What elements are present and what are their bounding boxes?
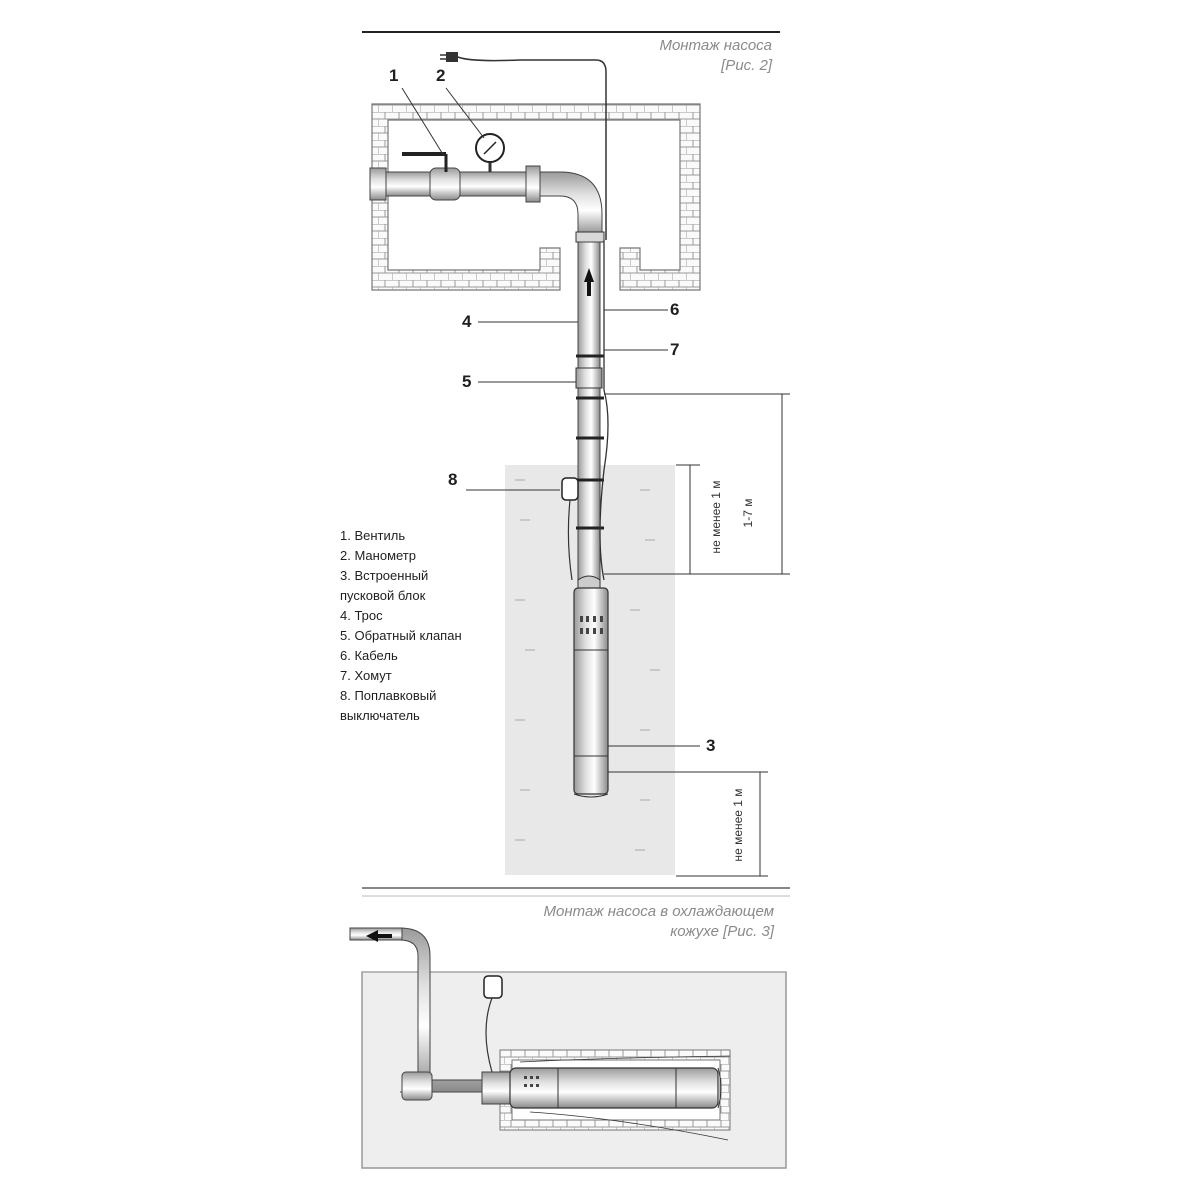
legend-item: 8. Поплавковый выключатель [340, 688, 437, 723]
legend-item: 2. Манометр [340, 548, 416, 563]
legend-item: 4. Трос [340, 608, 383, 623]
submersible-pump [573, 575, 609, 798]
dimension-min-bottom [608, 771, 768, 877]
fig3-caption: кожухе [Рис. 3] [670, 923, 774, 940]
well-head-flange [575, 231, 605, 243]
callout-5: 5 [462, 372, 472, 391]
dimension-range [604, 393, 790, 575]
pressure-gauge-icon [475, 133, 505, 172]
fig3-float-switch-icon [483, 975, 503, 1073]
fig3-pump [509, 1055, 731, 1141]
fig3-title-block: Монтаж насоса в охлаждающем кожухе [Рис.… [440, 902, 774, 942]
fig2-title: Монтаж насоса [659, 37, 772, 54]
brick-pit [371, 103, 701, 291]
float-switch-icon [561, 477, 579, 581]
dimension-label-min-top: не менее 1 м [709, 480, 723, 554]
callout-6: 6 [670, 300, 680, 319]
leader-lines [401, 87, 700, 747]
callout-2: 2 [436, 66, 446, 85]
dimension-min-top [676, 464, 700, 574]
power-cable [440, 52, 607, 240]
fig2-caption: [Рис. 2] [721, 57, 772, 74]
fig3-title: Монтаж насоса в охлаждающем [543, 903, 774, 920]
legend-item: 5. Обратный клапан [340, 628, 462, 643]
discharge-pipe [369, 165, 603, 237]
valve-handle-icon [402, 152, 448, 172]
callout-8: 8 [448, 470, 458, 489]
dimension-label-range: 1-7 м [741, 498, 755, 528]
dimension-label-min-bottom: не менее 1 м [731, 788, 745, 862]
legend-item: 6. Кабель [340, 648, 398, 663]
cable-clamps [576, 354, 604, 530]
riser-pipe [575, 241, 603, 581]
flow-arrow-icon [366, 930, 392, 942]
legend-item: 7. Хомут [340, 668, 392, 683]
legend: 1. Вентиль 2. Манометр 3. Встроенный пус… [340, 526, 500, 726]
callout-7: 7 [670, 340, 680, 359]
callout-4: 4 [462, 312, 472, 331]
legend-item: 3. Встроенный пусковой блок [340, 568, 429, 603]
fig2-title-block: Монтаж насоса [Рис. 2] [560, 36, 772, 76]
legend-item: 1. Вентиль [340, 528, 406, 543]
callout-3: 3 [706, 736, 716, 755]
callout-1: 1 [389, 66, 399, 85]
pump-cable [599, 240, 609, 581]
water-dashes [515, 479, 660, 851]
